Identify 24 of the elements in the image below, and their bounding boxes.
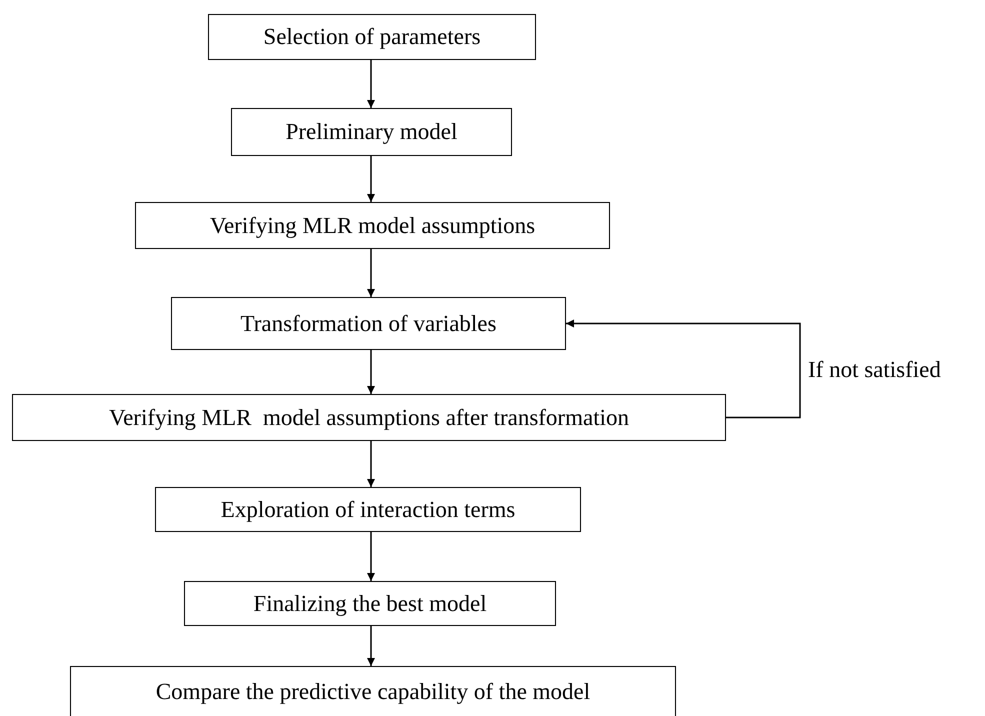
process-box	[12, 394, 726, 441]
process-box	[155, 487, 581, 532]
process-box	[70, 666, 676, 716]
process-box	[231, 108, 512, 156]
arrow	[367, 441, 375, 487]
arrow	[367, 156, 375, 202]
step-text: Compare the predictive capability of the model	[156, 679, 590, 705]
process-box	[208, 14, 536, 60]
arrow	[566, 320, 801, 418]
step-text: Exploration of interaction terms	[220, 496, 516, 522]
process-box	[184, 581, 556, 626]
step-text: Verifying MLR model assumptions after transformation	[109, 404, 629, 430]
arrow	[367, 532, 375, 581]
step-text: Preliminary model	[286, 119, 458, 145]
step-text: Verifying MLR model assumptions	[210, 212, 536, 238]
process-box	[171, 297, 566, 350]
step-text: Selection of parameters	[263, 24, 481, 50]
arrow	[367, 60, 375, 108]
arrow	[367, 626, 375, 666]
arrow	[367, 249, 375, 297]
arrow	[367, 350, 375, 394]
process-box	[135, 202, 610, 249]
step-text: Finalizing the best model	[253, 590, 487, 616]
step-text: Transformation of variables	[240, 310, 496, 336]
